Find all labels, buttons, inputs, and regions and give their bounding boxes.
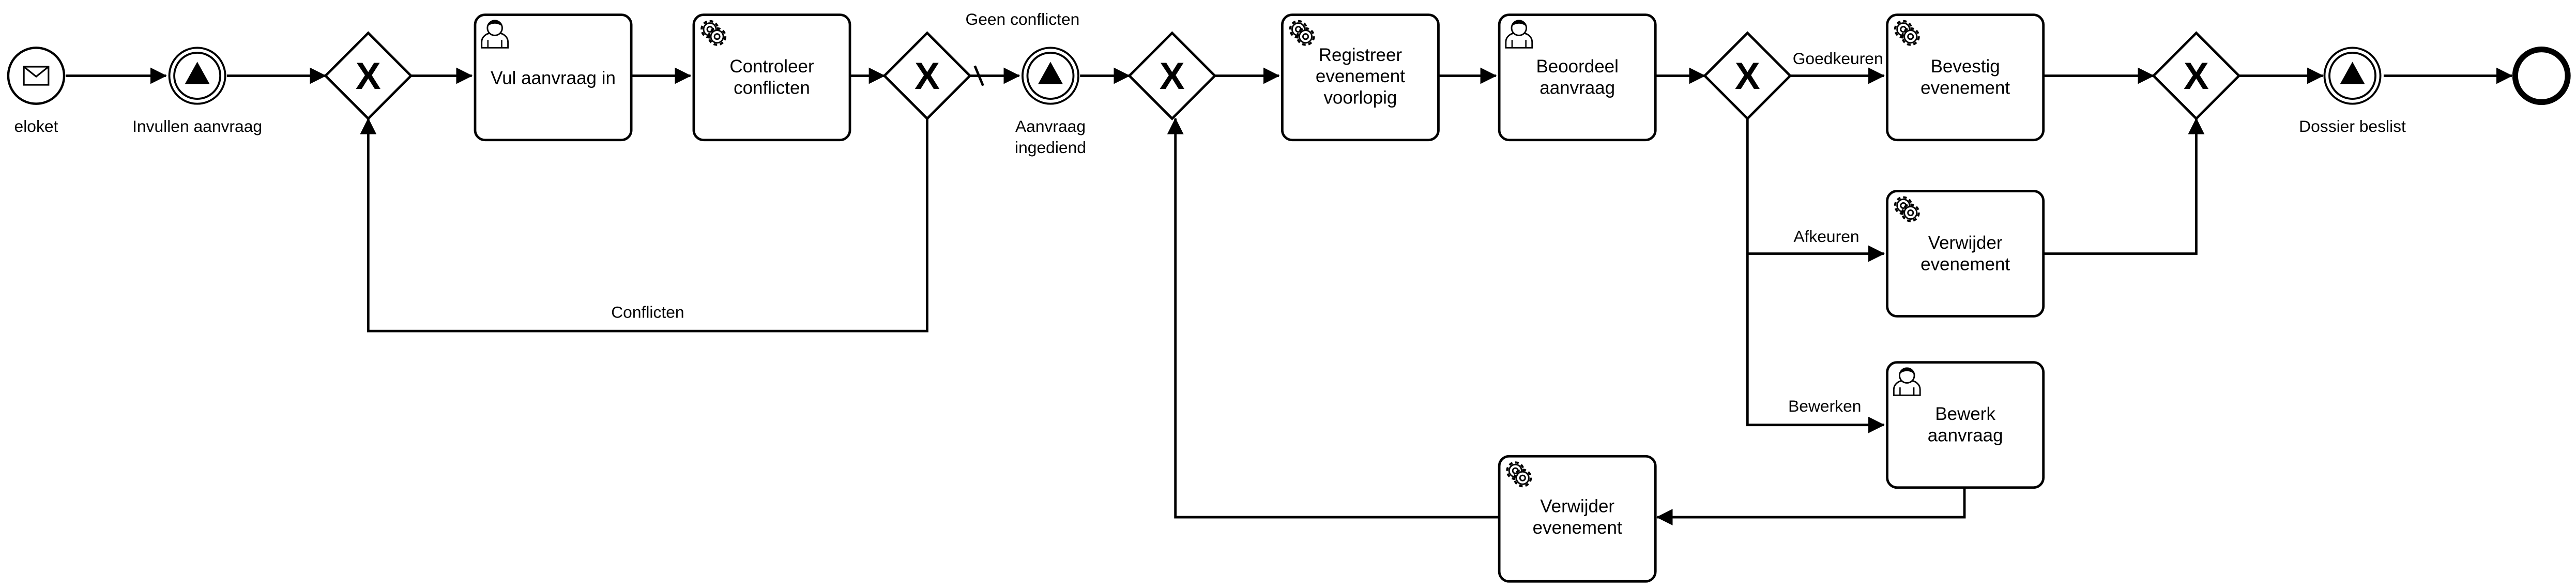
task-label: evenement xyxy=(1533,518,1622,538)
gateway-x-icon: X xyxy=(356,55,381,97)
task-label: voorlopig xyxy=(1323,88,1397,108)
flow-label-goedkeuren: Goedkeuren xyxy=(1793,49,1883,68)
task-label: Verwijder xyxy=(1540,496,1614,516)
gateway-x-icon: X xyxy=(914,55,940,97)
event-invullen-aanvraag[interactable] xyxy=(168,47,226,105)
flow-label-afkeuren: Afkeuren xyxy=(1793,227,1859,246)
task-label: evenement xyxy=(1920,78,2010,98)
task-label: conflicten xyxy=(734,78,810,98)
task-controleer-conflicten[interactable]: Controleer conflicten xyxy=(692,13,851,142)
task-label: aanvraag xyxy=(1928,426,2003,446)
gateway-x-icon: X xyxy=(2184,55,2209,97)
task-label: aanvraag xyxy=(1539,78,1615,98)
flow-label-conflicten: Conflicten xyxy=(611,303,684,322)
task-label: evenement xyxy=(1316,66,1405,86)
task-label: Bevestig xyxy=(1931,56,2000,77)
sequence-flows xyxy=(66,65,2513,525)
exclusive-gateway-4[interactable]: X xyxy=(1703,31,1792,120)
task-beoordeel-aanvraag[interactable]: Beoordeel aanvraag xyxy=(1498,13,1657,142)
flow-verwijder-to-gateway5[interactable] xyxy=(2043,117,2205,255)
event-dossier-beslist[interactable] xyxy=(2323,47,2382,105)
exclusive-gateway-5[interactable]: X xyxy=(2152,31,2241,120)
start-event-label: eloket xyxy=(14,117,58,135)
task-registreer-evenement[interactable]: Registreer evenement voorlopig xyxy=(1281,13,1440,142)
event-label-invullen: Invullen aanvraag xyxy=(132,117,262,135)
task-bevestig-evenement[interactable]: Bevestig evenement xyxy=(1886,13,2045,142)
task-label: Bewerk xyxy=(1935,404,1995,424)
flow-conflicten-loop[interactable] xyxy=(360,115,928,333)
gateway-x-icon: X xyxy=(1160,55,1185,97)
event-label-ingediend-2: ingediend xyxy=(1015,138,1086,157)
event-aanvraag-ingediend[interactable] xyxy=(1022,47,1079,105)
task-label: Verwijder xyxy=(1928,233,2003,253)
task-label: Registreer xyxy=(1319,45,1403,65)
flow-bewerk-to-verwijder2[interactable] xyxy=(1656,487,1966,525)
flow-label-bewerken: Bewerken xyxy=(1788,397,1861,415)
exclusive-gateway-2[interactable]: X xyxy=(882,31,972,120)
exclusive-gateway-1[interactable]: X xyxy=(324,31,413,120)
task-label: Controleer xyxy=(729,56,814,77)
task-verwijder-evenement-2[interactable]: Verwijder evenement xyxy=(1498,455,1657,583)
task-vul-aanvraag-in[interactable]: Vul aanvraag in xyxy=(474,13,633,142)
flow-verwijder2-to-gateway3[interactable] xyxy=(1167,117,1500,519)
event-label-ingediend-1: Aanvraag xyxy=(1015,117,1086,135)
end-event[interactable] xyxy=(2512,46,2571,105)
start-event-eloket[interactable] xyxy=(7,47,66,105)
gateway-x-icon: X xyxy=(1735,55,1760,97)
flow-bewerken[interactable] xyxy=(1746,253,1885,433)
task-bewerk-aanvraag[interactable]: Bewerk aanvraag xyxy=(1886,361,2045,489)
event-label-beslist: Dossier beslist xyxy=(2299,117,2406,135)
task-label: Beoordeel xyxy=(1536,56,1618,77)
task-label: Vul aanvraag in xyxy=(491,68,616,88)
envelope-icon xyxy=(23,66,50,86)
exclusive-gateway-3[interactable]: X xyxy=(1127,31,1217,120)
default-flow-slash xyxy=(973,65,984,86)
task-label: evenement xyxy=(1920,254,2010,274)
flow-label-geen-conflicten: Geen conflicten xyxy=(965,10,1079,28)
task-verwijder-evenement[interactable]: Verwijder evenement xyxy=(1886,190,2045,318)
